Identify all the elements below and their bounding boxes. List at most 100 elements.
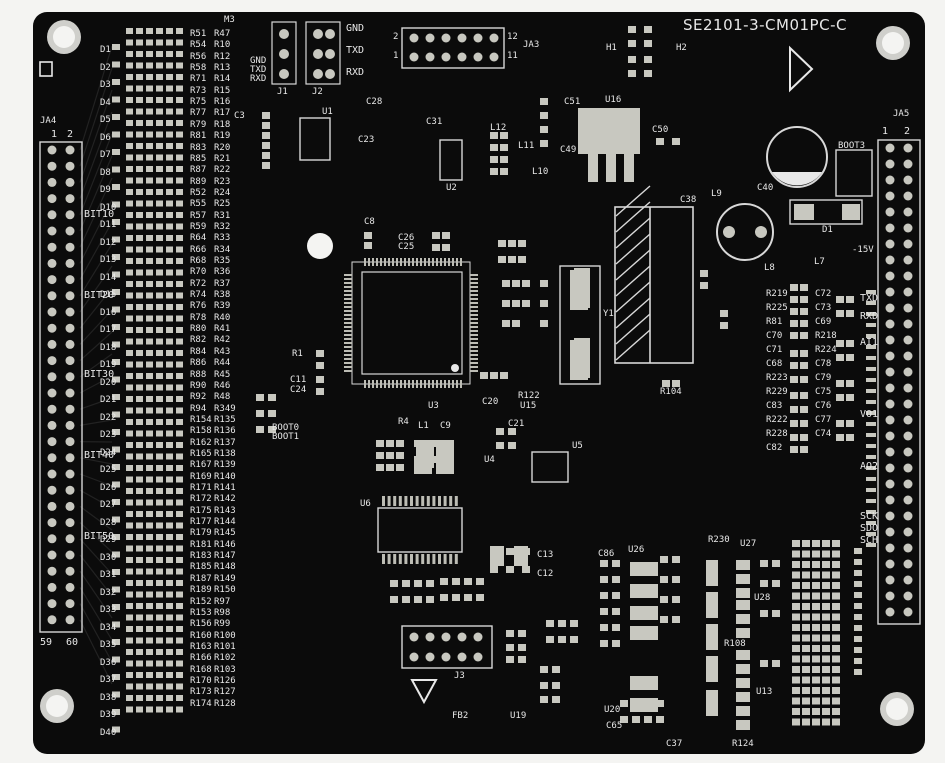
- misc-label: BOOT0: [272, 423, 300, 433]
- smd-pad: [166, 177, 173, 184]
- qfp-pin: [344, 314, 352, 316]
- header-pin: [903, 143, 913, 153]
- resistor-label: R47: [214, 29, 231, 39]
- trace: [79, 397, 113, 410]
- smd-pad: [822, 582, 830, 589]
- smd-pad: [146, 442, 153, 448]
- smd-pad: [156, 580, 163, 586]
- smd-pad: [146, 511, 153, 517]
- smd-pad: [496, 428, 504, 435]
- smd-pad: [126, 269, 133, 276]
- smd-pad: [112, 499, 120, 505]
- trace: [615, 329, 651, 361]
- smd-pad: [156, 603, 163, 609]
- smd-pad: [112, 96, 120, 103]
- smd-pad: [166, 235, 173, 241]
- resistor-label: R13: [214, 63, 231, 74]
- trace: [615, 201, 651, 233]
- resistor-label: R59: [190, 221, 207, 232]
- ic-pin: [454, 496, 458, 506]
- smd-pad: [802, 666, 810, 673]
- smd-pad: [126, 304, 133, 310]
- smd-pad: [136, 269, 143, 276]
- header-pin: [47, 242, 57, 252]
- qfp-pin: [470, 274, 478, 276]
- resistor-label: R102: [214, 653, 236, 664]
- misc-label: FB2: [452, 711, 469, 721]
- resistor-label: R126: [214, 675, 236, 686]
- smd-pad: [442, 244, 450, 251]
- smd-pad: [136, 39, 143, 46]
- smd-pad: [790, 320, 798, 327]
- smd-pad: [800, 296, 808, 303]
- smd-pad: [126, 407, 133, 414]
- resistor-label: R21: [214, 153, 231, 164]
- signal-label: RXD: [860, 311, 879, 322]
- smd-pad: [792, 697, 800, 705]
- smd-pad: [832, 655, 840, 663]
- smd-pad: [126, 419, 133, 425]
- smd-pad: [126, 39, 133, 46]
- resistor-label: R158: [190, 426, 212, 437]
- smd-pad: [792, 634, 800, 642]
- smd-pad: [452, 578, 460, 585]
- smd-pad: [166, 649, 173, 655]
- smd-pad: [832, 676, 840, 684]
- smd-pad: [136, 327, 143, 333]
- qfp-pin: [432, 258, 434, 266]
- ja4-pin-last-even: 60: [66, 637, 79, 648]
- qfp-pin: [428, 380, 430, 388]
- resistor-label: R70: [190, 267, 207, 278]
- qfp-pin: [432, 380, 434, 388]
- smd-pad: [802, 718, 810, 726]
- smd-pad: [256, 394, 264, 401]
- smd-pad: [500, 156, 508, 163]
- header-pin: [313, 49, 323, 59]
- smd-pad: [156, 235, 163, 241]
- smd-pad: [146, 108, 153, 115]
- resistor-label: R187: [190, 573, 212, 584]
- smd-pad: [866, 510, 876, 514]
- smd-pad: [136, 407, 143, 414]
- header-pin: [885, 303, 895, 313]
- smd-pad: [836, 296, 844, 303]
- component-label: C72: [815, 289, 832, 299]
- qfp-pin: [420, 380, 422, 388]
- smd-pad: [802, 687, 810, 694]
- resistor-label: R174: [190, 698, 212, 709]
- misc-label: C28: [366, 97, 383, 107]
- smd-pad: [866, 444, 876, 448]
- smd-pad: [500, 372, 508, 379]
- resistor-label: R44: [214, 358, 231, 369]
- header-pin: [47, 501, 57, 511]
- ic-pin: [410, 554, 413, 564]
- smd-pad: [176, 39, 183, 46]
- resistor-label: R25: [214, 199, 231, 210]
- smd-pad: [736, 664, 750, 674]
- qfp-pin: [436, 258, 438, 266]
- header-pin: [885, 271, 895, 281]
- diode-label: D31: [100, 570, 117, 580]
- smd-pad: [126, 430, 133, 437]
- smd-pad: [146, 212, 153, 218]
- header-pin: [47, 582, 57, 592]
- signal-label: AI1: [860, 337, 879, 348]
- qfp-pin: [408, 258, 410, 266]
- header-pin: [903, 431, 913, 441]
- smd-pad: [112, 254, 120, 260]
- smd-pad: [136, 304, 143, 310]
- qfp-pin: [344, 290, 352, 292]
- resistor-label: R145: [214, 528, 236, 539]
- smd-pad: [156, 591, 163, 598]
- ic-label: U2: [446, 183, 457, 193]
- signal-label: SCH: [860, 535, 879, 546]
- qfp-pin: [470, 282, 478, 284]
- header-pin: [885, 431, 895, 441]
- smd-pad: [812, 540, 820, 547]
- header-pin: [885, 591, 895, 601]
- header-pin: [903, 479, 913, 489]
- resistor-label: R89: [190, 176, 207, 187]
- diode-label: D27: [100, 500, 117, 510]
- smd-pad: [126, 189, 133, 195]
- resistor-label: R80: [190, 324, 207, 335]
